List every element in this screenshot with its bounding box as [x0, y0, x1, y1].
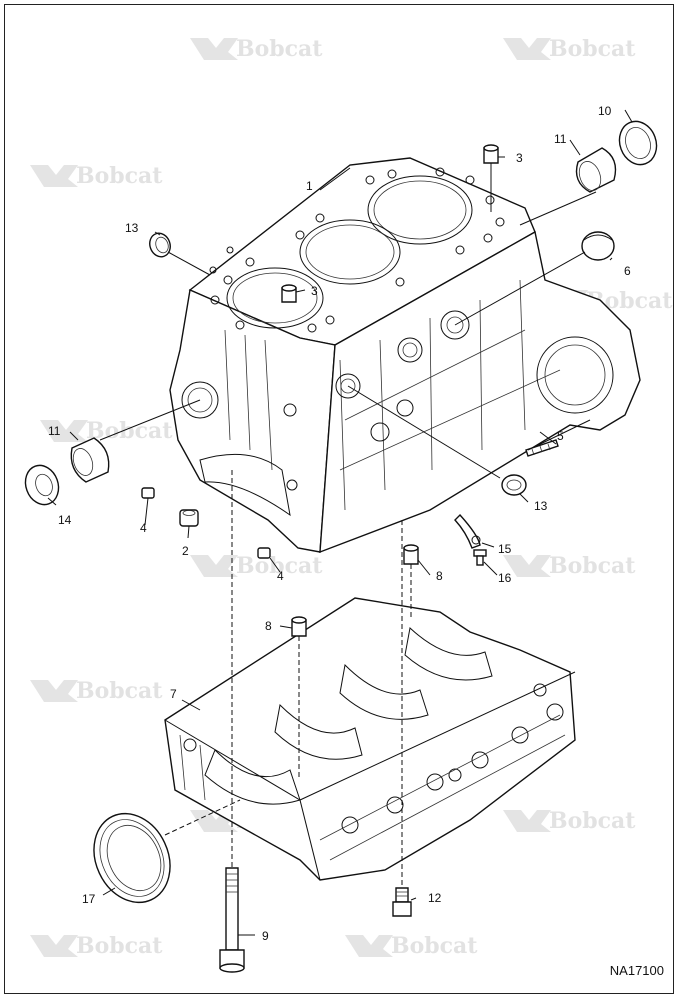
part-15-bracket [454, 513, 481, 549]
part-14-seal [24, 464, 60, 506]
watermark: Bobcat [30, 163, 163, 189]
parts-group [24, 120, 658, 973]
part-13-ring-lower [501, 474, 527, 496]
callout-12: 12 [428, 891, 442, 905]
watermark: Bobcat [30, 678, 163, 704]
part-13-plug-upper [149, 232, 171, 258]
callout-16: 16 [498, 571, 512, 585]
part-3-dowel-deck [281, 284, 297, 303]
callout-4-left: 4 [140, 521, 147, 535]
watermark-text: Bobcat [76, 678, 163, 704]
callout-10: 10 [598, 104, 612, 118]
watermark-text: Bobcat [236, 553, 323, 579]
callout-13-upper: 13 [125, 221, 139, 235]
callout-9: 9 [262, 929, 269, 943]
callout-6: 6 [624, 264, 631, 278]
part-12-bolt [392, 887, 412, 917]
diagram-frame [4, 4, 674, 994]
callout-15: 15 [498, 542, 512, 556]
part-8-dowel-right [403, 544, 419, 565]
part-11-bushing-left [70, 437, 110, 483]
callout-13-lower: 13 [534, 499, 548, 513]
callout-7: 7 [170, 687, 177, 701]
callout-14: 14 [58, 513, 72, 527]
part-2-plug [179, 509, 199, 527]
callout-8-left: 8 [265, 619, 272, 633]
watermark-text: Bobcat [549, 553, 636, 579]
callout-5: 5 [557, 429, 564, 443]
watermark-text: Bobcat [76, 163, 163, 189]
callout-1: 1 [306, 179, 313, 193]
watermark: Bobcat [503, 553, 636, 579]
callout-labels: 1 2 3 3 4 4 5 6 7 8 8 9 10 11 11 12 13 1… [48, 104, 631, 943]
part-11-bushing-upper [575, 147, 617, 193]
watermark-text: Bobcat [549, 36, 636, 62]
part-3-dowel-upper [483, 144, 499, 164]
part-16-bolt [473, 549, 487, 566]
part-5-stud [525, 439, 559, 457]
part-6-plug [581, 231, 615, 261]
watermark: Bobcat [40, 418, 173, 444]
part-10-ring [618, 120, 658, 166]
watermark: Bobcat [503, 36, 636, 62]
callout-3-upper: 3 [516, 151, 523, 165]
watermark: Bobcat [345, 933, 478, 959]
watermark: Bobcat [503, 808, 636, 834]
part-8-dowel-left [291, 616, 307, 637]
watermark: Bobcat [190, 36, 323, 62]
watermark: Bobcat [190, 553, 323, 579]
callout-11-left: 11 [48, 424, 61, 438]
watermark-text: Bobcat [391, 933, 478, 959]
watermark-text: Bobcat [86, 418, 173, 444]
callout-8-right: 8 [436, 569, 443, 583]
watermark-text: Bobcat [549, 808, 636, 834]
callout-11-upper: 11 [554, 132, 567, 146]
callout-17: 17 [82, 892, 96, 906]
part-17-rear-seal [93, 812, 171, 904]
part-9-long-bolt [219, 867, 245, 973]
part-4-pin-left [141, 487, 155, 499]
callout-2: 2 [182, 544, 189, 558]
cylinder-block-upper [169, 157, 641, 554]
figure-reference: NA17100 [609, 963, 664, 978]
watermark-text: Bobcat [76, 933, 163, 959]
watermark-text: Bobcat [236, 36, 323, 62]
leader-lines [47, 109, 633, 936]
watermark: Bobcat [30, 933, 163, 959]
part-4-pin-lower [257, 547, 271, 559]
crankcase-lower [164, 597, 576, 881]
callout-4-lower: 4 [277, 569, 284, 583]
callout-3-deck: 3 [311, 284, 318, 298]
